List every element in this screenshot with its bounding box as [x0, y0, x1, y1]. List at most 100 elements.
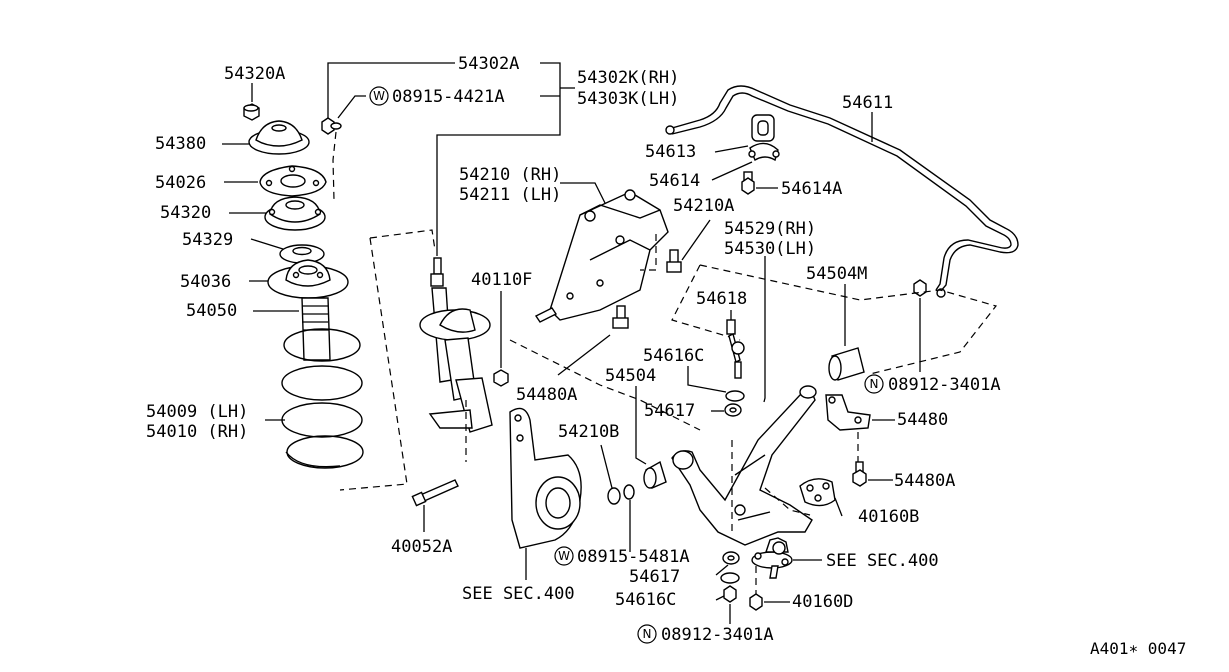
- part-54614A-bolt: [741, 171, 755, 195]
- label-40052A: 40052A: [391, 537, 452, 557]
- dash-08915-4421A: [332, 131, 337, 201]
- dash-54210: [640, 234, 657, 271]
- part-54613-bushing: [751, 114, 775, 142]
- leader-54529: [763, 256, 766, 403]
- label-54210B: 54210B: [558, 422, 619, 442]
- leader-54329: [250, 238, 284, 250]
- leader-54616C-bottom: [715, 595, 725, 601]
- part-54210B-bushing: [607, 487, 621, 505]
- dash-spring-top: [369, 229, 436, 251]
- part-40160B-plate: [799, 478, 836, 507]
- label-54611: 54611: [842, 93, 893, 113]
- dash-54618-left: [671, 264, 741, 341]
- leader-54614: [711, 161, 753, 181]
- leader-54504: [635, 386, 647, 465]
- label-54302A: 54302A: [458, 54, 519, 74]
- label-40160D: 40160D: [792, 592, 853, 612]
- label-54617-bottom: 54617: [629, 567, 680, 587]
- svg-text:W: W: [373, 89, 385, 103]
- leader-54613: [714, 145, 749, 153]
- part-54320A-nut: [243, 103, 260, 121]
- svg-text:W: W: [558, 549, 570, 563]
- nut-marker-08912-3401A-bottom: N: [637, 624, 657, 644]
- part-40110F-nut: [493, 369, 509, 387]
- label-54009: 54009 (LH): [146, 402, 248, 422]
- label-see-sec-400-right: SEE SEC.400: [826, 551, 939, 571]
- leader-40160B: [834, 497, 843, 517]
- part-54480A-mid-bolt: [612, 305, 629, 329]
- label-54050: 54050: [186, 301, 237, 321]
- part-54302A-nut: [321, 117, 335, 135]
- part-54504-bushing: [643, 460, 667, 489]
- part-54617-top-bushing: [724, 403, 742, 417]
- label-54617-top: 54617: [644, 401, 695, 421]
- part-54614-clamp: [748, 142, 780, 162]
- label-54303K: 54303K(LH): [577, 89, 679, 109]
- part-08915-5481A-washer: [623, 484, 635, 500]
- label-08912-3401A-right: 08912-3401A: [888, 375, 1001, 395]
- label-54329: 54329: [182, 230, 233, 250]
- leader-54210: [560, 182, 606, 204]
- label-54480: 54480: [897, 410, 948, 430]
- part-54618-link: [726, 319, 745, 379]
- leader-54210B: [600, 444, 613, 489]
- label-54618: 54618: [696, 289, 747, 309]
- label-54530: 54530(LH): [724, 239, 816, 259]
- label-54480A-right: 54480A: [894, 471, 955, 491]
- part-54529-lower-arm: [671, 385, 817, 546]
- part-08915-4421A-washer: [330, 122, 342, 130]
- part-08912-3401A-nut-bottom: [723, 585, 737, 603]
- dash-crossmember-link: [509, 339, 701, 431]
- washer-marker-08915-4421A: W: [369, 86, 389, 106]
- label-08912-3401A-bottom: 08912-3401A: [661, 625, 774, 645]
- part-ball-joint: [751, 537, 793, 579]
- label-54010: 54010 (RH): [146, 422, 248, 442]
- leader-08915-4421A: [337, 95, 366, 119]
- svg-text:N: N: [870, 377, 879, 391]
- label-54480A-mid: 54480A: [516, 385, 577, 405]
- part-54329-bearing: [279, 244, 325, 264]
- label-40160B: 40160B: [858, 507, 919, 527]
- nut-marker-08912-3401A-right: N: [864, 374, 884, 394]
- label-54504M: 54504M: [806, 264, 867, 284]
- part-54210-crossmember: [534, 189, 669, 323]
- label-54504: 54504: [605, 366, 656, 386]
- part-54380-cap: [248, 120, 310, 155]
- leader-54210A: [681, 219, 711, 261]
- label-54614: 54614: [649, 171, 700, 191]
- label-54320: 54320: [160, 203, 211, 223]
- part-54480A-right-bolt: [852, 461, 867, 487]
- label-54320A: 54320A: [224, 64, 285, 84]
- label-54211: 54211 (LH): [459, 185, 561, 205]
- part-40052A-bolt: [411, 479, 459, 507]
- label-54026: 54026: [155, 173, 206, 193]
- label-40110F: 40110F: [471, 270, 532, 290]
- label-08915-4421A: 08915-4421A: [392, 87, 505, 107]
- label-54210A: 54210A: [673, 196, 734, 216]
- part-knuckle: [509, 407, 582, 549]
- part-54302-strut: [419, 257, 493, 433]
- label-08915-5481A: 08915-5481A: [577, 547, 690, 567]
- label-54380: 54380: [155, 134, 206, 154]
- part-54617-bottom-bushing: [722, 551, 740, 565]
- label-see-sec-400-bottom: SEE SEC.400: [462, 584, 575, 604]
- part-54616C-top-washer: [725, 390, 745, 402]
- part-54026-plate: [259, 165, 327, 197]
- label-54529: 54529(RH): [724, 219, 816, 239]
- dash-54618-right: [699, 264, 998, 375]
- washer-marker-08915-5481A: W: [554, 546, 574, 566]
- label-54616C-top: 54616C: [643, 346, 704, 366]
- leader-54302K-bracket: [436, 62, 561, 141]
- part-54210A-bolt: [666, 249, 682, 273]
- leader-54616C-top: [687, 366, 727, 393]
- leader-54480A-mid: [557, 334, 611, 376]
- label-54613: 54613: [645, 142, 696, 162]
- label-54302K: 54302K(RH): [577, 68, 679, 88]
- label-54210: 54210 (RH): [459, 165, 561, 185]
- dash-spring-right: [339, 237, 408, 491]
- label-54616C-bottom: 54616C: [615, 590, 676, 610]
- part-40160D-nut: [749, 593, 763, 611]
- part-54009-54010-spring: [281, 328, 364, 469]
- label-54614A: 54614A: [781, 179, 842, 199]
